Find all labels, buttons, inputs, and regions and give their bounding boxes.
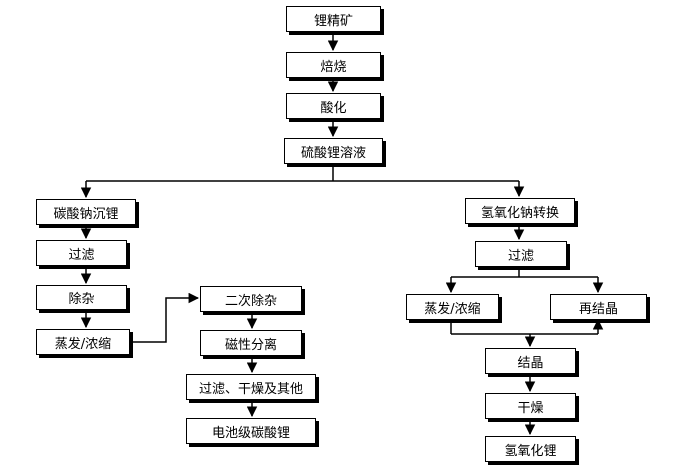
node-lithium-hydroxide: 氢氧化锂 [485,436,576,462]
node-label: 干燥 [517,400,544,416]
node-label: 除杂 [68,292,95,307]
node-evaporation-left: 蒸发/浓缩 [36,329,130,355]
node-label: 过滤 [68,247,95,263]
node-label: 碳酸钠沉锂 [53,206,119,222]
node-label: 二次除杂 [224,293,277,309]
node-label: 硫酸锂溶液 [300,145,366,161]
node-battery-grade-lithium-carbonate: 电池级碳酸锂 [186,418,316,444]
node-drying: 干燥 [485,393,576,419]
arrow-l4-m1 [130,292,200,343]
node-label: 焙烧 [320,59,347,75]
node-label: 氢氧化钠转换 [480,205,559,221]
node-crystallization: 结晶 [485,348,576,374]
node-label: 磁性分离 [224,337,277,353]
node-sodium-carbonate-precipitation: 碳酸钠沉锂 [36,199,136,225]
node-evaporation-right: 蒸发/浓缩 [406,294,499,320]
node-filtration-left: 过滤 [36,240,127,266]
node-acidification: 酸化 [286,93,381,119]
node-filtration-right: 过滤 [475,241,567,267]
node-label: 蒸发/浓缩 [424,301,481,317]
node-recrystallization: 再结晶 [550,294,647,320]
node-label: 再结晶 [578,301,618,317]
node-label: 过滤 [507,248,534,264]
node-roasting: 焙烧 [286,52,381,78]
node-label: 蒸发/浓缩 [54,336,112,352]
node-impurity-removal: 除杂 [36,285,127,310]
node-lithium-sulfate-solution: 硫酸锂溶液 [284,138,383,164]
node-label: 锂精矿 [313,13,353,29]
node-label: 酸化 [320,100,347,116]
node-label: 结晶 [517,355,544,371]
node-label: 过滤、干燥及其他 [198,381,303,397]
node-lithium-concentrate: 锂精矿 [286,6,381,32]
node-magnetic-separation: 磁性分离 [200,330,302,356]
node-filtration-drying-other: 过滤、干燥及其他 [186,374,316,400]
node-secondary-impurity-removal: 二次除杂 [200,286,302,312]
node-label: 电池级碳酸锂 [211,425,290,441]
node-label: 氢氧化锂 [504,443,557,459]
node-sodium-hydroxide-conversion: 氢氧化钠转换 [465,198,575,224]
